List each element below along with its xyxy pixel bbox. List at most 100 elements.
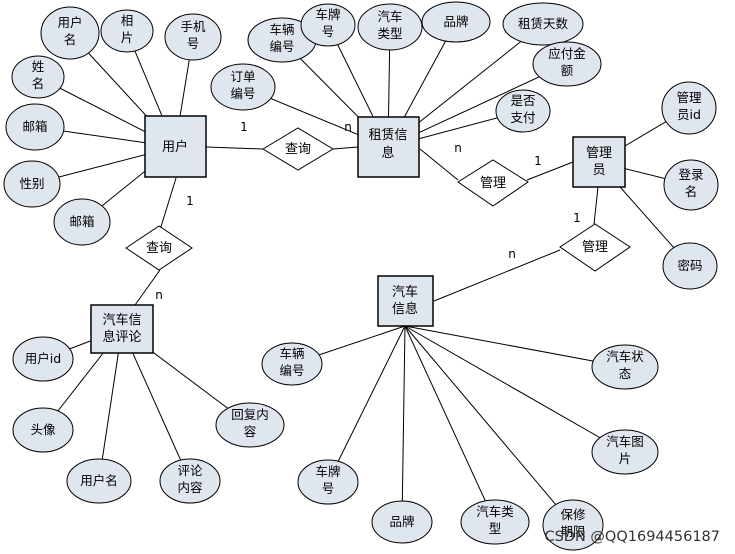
- attr-review-reply-text-1: 回复内: [231, 407, 269, 422]
- cardinality-user-query-review-user: 1: [186, 194, 194, 208]
- attr-admin-id: 管理员id: [661, 81, 717, 135]
- attr-rental-vehicleno-text-1: 车辆: [269, 22, 294, 37]
- attr-admin-login-text-2: 名: [685, 184, 698, 199]
- attr-rental-brand: 品牌: [421, 1, 491, 43]
- attr-car-warranty: 保修期限: [542, 499, 604, 551]
- entity-car: 汽车信息: [377, 275, 434, 327]
- entity-car-label-1: 汽车: [392, 284, 418, 300]
- attr-car-cartype-text-2: 型: [489, 521, 502, 536]
- edge-review-content: [121, 328, 191, 482]
- attr-rental-paid: 是否支付: [495, 89, 551, 133]
- attr-admin-password: 密码: [662, 242, 718, 290]
- attr-user-photo-text: 相片: [121, 13, 134, 45]
- entity-user-label: 用户: [162, 139, 188, 155]
- attr-review-content-text-1: 评论: [177, 463, 203, 478]
- relationship-manage-rental-admin: 管理: [457, 159, 529, 207]
- entity-rental: 租赁信息: [357, 116, 420, 178]
- entity-admin-label-2: 员: [592, 163, 605, 178]
- attr-admin-login: 登录名: [663, 159, 719, 211]
- attr-user-photo-text-1: 相: [121, 13, 134, 28]
- cardinality-admin-manage-car-admin: 1: [573, 211, 581, 225]
- attr-user-username-text-1: 用户: [57, 15, 82, 30]
- attr-review-avatar: 头像: [12, 407, 74, 453]
- relationship-query-user-rental-label: 查询: [285, 142, 311, 157]
- attr-rental-brand-text: 品牌: [443, 14, 468, 29]
- edge-car-brand: [401, 325, 406, 523]
- attr-car-cartype-text-1: 汽车类: [476, 504, 514, 519]
- edge-admin-manage: [593, 186, 599, 225]
- attr-user-gender: 性别: [3, 160, 61, 208]
- attr-user-username: 用户名: [40, 6, 100, 60]
- entity-admin: 管理员: [572, 136, 626, 188]
- attr-rental-orderno-text-2: 编号: [230, 86, 255, 101]
- entity-rental-label-2: 息: [381, 145, 394, 161]
- attr-rental-orderno: 订单编号: [210, 63, 276, 111]
- attr-rental-orderno-text: 订单编号: [230, 69, 255, 101]
- attr-user-phone: 手机号: [164, 13, 222, 61]
- attr-review-reply-text: 回复内容: [231, 407, 269, 439]
- attr-user-email2-text: 邮箱: [69, 214, 94, 229]
- attr-car-plate-text-2: 号: [322, 481, 335, 496]
- entity-rental-label-1: 租赁信: [368, 128, 407, 143]
- attr-rental-days: 租赁天数: [502, 2, 584, 46]
- attr-car-image-text-2: 片: [619, 451, 632, 466]
- attr-car-cartype-text: 汽车类型: [476, 504, 514, 536]
- attr-car-status: 汽车状态: [591, 344, 659, 390]
- attr-car-plate: 车牌号: [297, 459, 359, 505]
- attr-review-avatar-text: 头像: [30, 422, 56, 437]
- entity-admin-label: 管理员: [586, 146, 612, 178]
- attr-car-warranty-text-2: 期限: [560, 524, 586, 539]
- edge-query2-review: [134, 269, 161, 306]
- attr-admin-id-text-2: 员id: [677, 107, 701, 122]
- attr-review-userid-text: 用户id: [25, 351, 61, 366]
- attr-rental-cartype: 汽车类型: [357, 3, 423, 51]
- entity-review-label-2: 息评论: [102, 329, 141, 345]
- edge-car-image: [404, 325, 626, 453]
- attr-user-phone-text: 手机号: [180, 19, 206, 51]
- attr-car-plate-text-1: 车牌: [315, 464, 340, 479]
- attr-review-username-text: 用户名: [80, 473, 118, 488]
- attr-review-content: 评论内容: [159, 458, 221, 504]
- edge-query-rental: [332, 146, 359, 150]
- entity-car-label-2: 信息: [392, 301, 418, 317]
- attr-user-username-text-2: 名: [64, 32, 77, 47]
- attr-user-email1: 邮箱: [5, 103, 65, 151]
- relationship-manage-admin-car-label: 管理: [582, 240, 608, 255]
- attr-user-name-text-1: 姓: [32, 59, 45, 74]
- entity-review-label: 汽车信息评论: [102, 312, 141, 345]
- attr-rental-plate-text-1: 车牌: [315, 7, 340, 22]
- edge-car-status: [404, 325, 626, 368]
- attr-review-userid: 用户id: [12, 336, 74, 382]
- attr-car-status-text: 汽车状态: [606, 349, 644, 381]
- attr-car-image-text-1: 汽车图: [606, 434, 644, 449]
- attr-review-reply-text-2: 容: [244, 424, 257, 439]
- edge-review-username: [98, 328, 123, 482]
- attr-user-name-text-2: 名: [32, 76, 45, 91]
- attr-rental-days-text: 租赁天数: [518, 16, 569, 31]
- attr-rental-amount-text-2: 额: [561, 63, 574, 78]
- attr-car-warranty-text: 保修期限: [560, 507, 586, 539]
- cardinality-admin-manage-car-car: n: [508, 247, 516, 261]
- attr-rental-vehicleno-text: 车辆编号: [269, 22, 294, 54]
- attr-admin-login-text-1: 登录: [678, 167, 703, 182]
- relationship-manage-rental-admin-label: 管理: [480, 176, 506, 191]
- attr-user-email1-text: 邮箱: [22, 119, 47, 134]
- attr-rental-paid-text-2: 支付: [510, 110, 535, 125]
- attr-user-username-text: 用户名: [57, 15, 82, 47]
- attr-rental-orderno-text-1: 订单: [230, 69, 255, 84]
- cardinality-user-query-rental-user: 1: [240, 120, 248, 134]
- attr-car-status-text-1: 汽车状: [606, 349, 644, 364]
- watermark: CSDN @QQ1694456187: [544, 529, 720, 545]
- attr-rental-cartype-text: 汽车类型: [377, 9, 402, 41]
- cardinality-user-query-rental-rental: n: [344, 120, 352, 134]
- attr-user-name: 姓名: [11, 55, 65, 99]
- attr-admin-id-text-1: 管理: [676, 90, 702, 105]
- attr-review-content-text-2: 内容: [177, 480, 202, 495]
- attr-car-vehicleno-text-1: 车辆: [279, 346, 304, 361]
- cardinality-rental-manage-admin-rental: n: [454, 141, 462, 155]
- entity-rental-label: 租赁信息: [368, 128, 407, 161]
- edge-user-query2: [159, 177, 177, 231]
- attr-rental-plate-text-2: 号: [322, 24, 335, 39]
- attr-user-email2: 邮箱: [53, 198, 111, 246]
